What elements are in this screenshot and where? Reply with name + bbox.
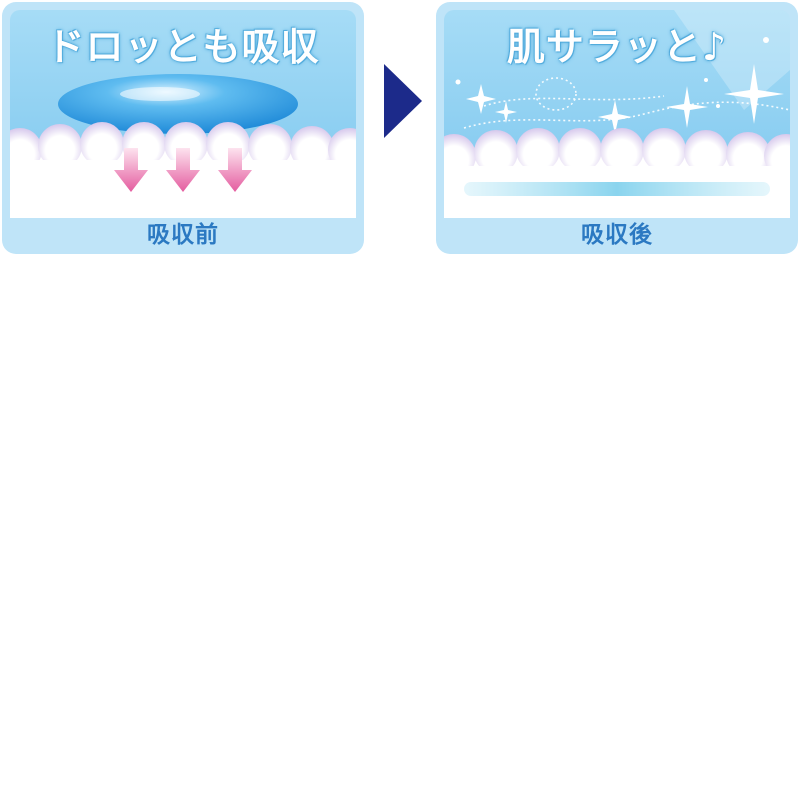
down-arrow-icon	[114, 148, 148, 192]
after-caption: 吸収後	[581, 222, 653, 248]
cotton-layer	[10, 122, 356, 218]
sparkle-icon	[455, 37, 769, 108]
sparkle-icon	[724, 64, 784, 124]
sparkle-icon	[466, 84, 496, 114]
sparkle-icon	[666, 86, 708, 128]
liquid-drop	[58, 74, 298, 134]
swirl-line	[463, 77, 790, 129]
before-caption: 吸収前	[147, 222, 219, 248]
before-illustration	[10, 10, 356, 218]
absorbed-liquid-band	[464, 182, 770, 196]
after-headline: 肌サラッと♪	[506, 25, 728, 69]
before-panel: ドロッとも吸収 吸収前	[2, 2, 364, 254]
sparkle-icon	[495, 101, 517, 123]
down-arrow-icon	[166, 148, 200, 192]
after-panel: 肌サラッと♪ 吸収後	[436, 2, 798, 254]
right-arrow-icon	[384, 64, 422, 138]
before-headline: ドロッとも吸収	[46, 25, 320, 69]
down-arrow-icon	[218, 148, 252, 192]
sparkle-icon	[598, 100, 632, 134]
after-illustration	[444, 10, 790, 218]
cotton-layer	[444, 128, 790, 218]
